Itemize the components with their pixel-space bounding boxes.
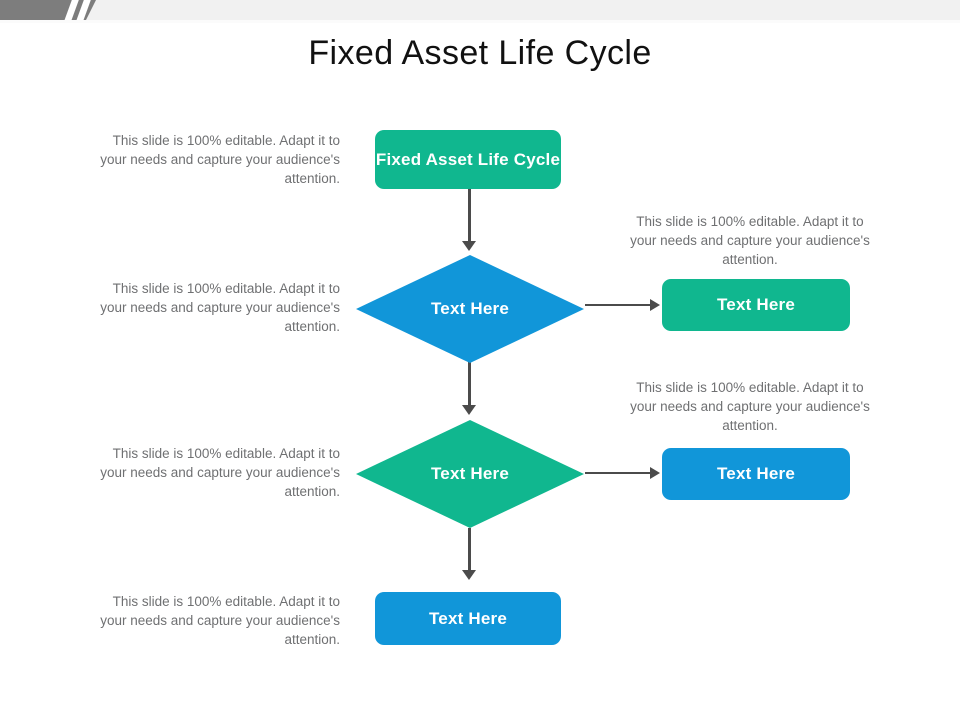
note-right-2: This slide is 100% editable. Adapt it to…	[630, 380, 870, 433]
note-right-1: This slide is 100% editable. Adapt it to…	[630, 214, 870, 267]
node-branch-box-2[interactable]: Text Here	[662, 448, 850, 500]
node-branch-box-1[interactable]: Text Here	[662, 279, 850, 331]
connector-start-to-diamond1	[468, 188, 471, 245]
node-end-box-label: Text Here	[428, 608, 508, 628]
connector-diamond1-to-diamond2	[468, 362, 471, 409]
connector-diamond2-to-end-arrowhead	[462, 570, 476, 580]
top-decoration-block	[0, 0, 86, 20]
note-left-1: This slide is 100% editable. Adapt it to…	[100, 133, 340, 186]
node-diamond-1[interactable]: Text Here	[356, 255, 584, 363]
node-start-box[interactable]: Fixed Asset Life Cycle	[375, 130, 561, 189]
node-start-box-label: Fixed Asset Life Cycle	[375, 149, 561, 169]
node-diamond-1-label: Text Here	[430, 299, 510, 318]
node-branch-box-2-label: Text Here	[716, 464, 796, 483]
node-branch-box-1-label: Text Here	[716, 295, 796, 314]
node-diamond-2-label: Text Here	[430, 464, 510, 483]
page-title: Fixed Asset Life Cycle	[308, 34, 652, 72]
node-end-box[interactable]: Text Here	[375, 592, 561, 645]
connector-diamond2-to-branch2	[585, 472, 651, 474]
connector-diamond2-to-end	[468, 528, 471, 574]
connector-start-to-diamond1-arrowhead	[462, 241, 476, 251]
note-left-3: This slide is 100% editable. Adapt it to…	[100, 446, 340, 499]
top-decoration-hairline	[0, 20, 960, 23]
top-decoration-wedge	[86, 0, 96, 20]
node-diamond-2[interactable]: Text Here	[356, 420, 584, 528]
connector-diamond1-to-diamond2-arrowhead	[462, 405, 476, 415]
connector-diamond1-to-branch1	[585, 304, 651, 306]
connector-diamond1-to-branch1-arrowhead	[650, 299, 660, 311]
note-left-2: This slide is 100% editable. Adapt it to…	[100, 281, 340, 334]
note-left-4: This slide is 100% editable. Adapt it to…	[100, 594, 340, 647]
connector-diamond2-to-branch2-arrowhead	[650, 467, 660, 479]
top-decoration-band	[0, 0, 960, 24]
